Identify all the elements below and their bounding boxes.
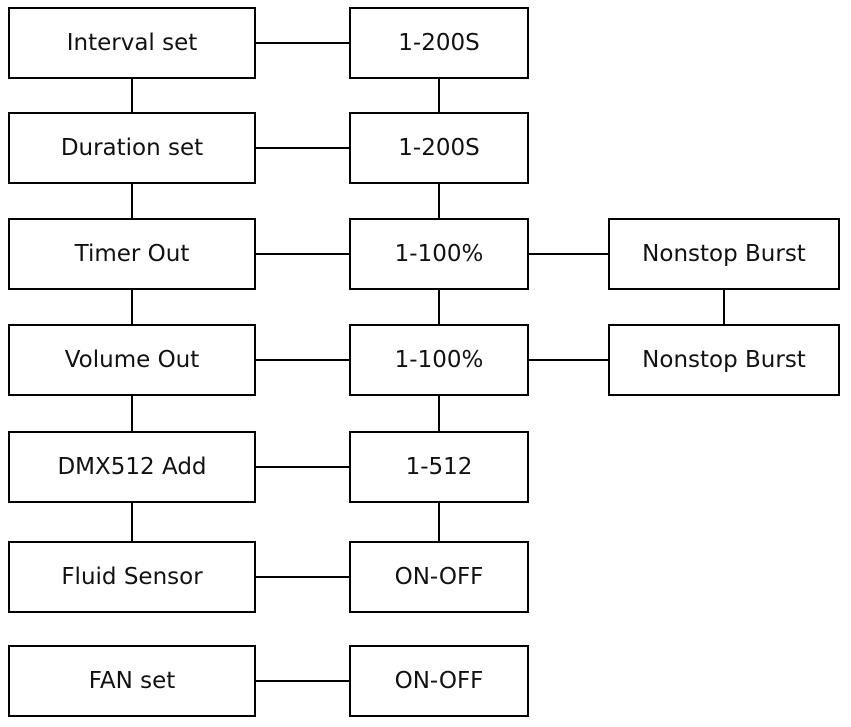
node-dmx-add: DMX512 Add [8,431,256,503]
node-duration-set-label: Duration set [61,135,203,161]
node-fan-value-label: ON-OFF [395,668,484,694]
node-interval-value-label: 1-200S [398,30,479,56]
node-timer-out: Timer Out [8,218,256,290]
node-duration-value-label: 1-200S [398,135,479,161]
connectors [131,42,725,682]
node-timer-value: 1-100% [349,218,529,290]
node-duration-set: Duration set [8,112,256,184]
node-duration-value: 1-200S [349,112,529,184]
node-interval-set-label: Interval set [67,30,198,56]
node-timer-value-label: 1-100% [395,241,484,267]
node-fluid-sensor: Fluid Sensor [8,541,256,613]
node-interval-value: 1-200S [349,7,529,79]
node-volume-out: Volume Out [8,324,256,396]
node-volume-value: 1-100% [349,324,529,396]
node-interval-set: Interval set [8,7,256,79]
node-fluid-sensor-label: Fluid Sensor [61,564,203,590]
node-fan-value: ON-OFF [349,645,529,717]
node-volume-burst: Nonstop Burst [608,324,840,396]
node-fluid-value-label: ON-OFF [395,564,484,590]
node-timer-burst: Nonstop Burst [608,218,840,290]
node-fan-set-label: FAN set [89,668,176,694]
node-timer-out-label: Timer Out [74,241,190,267]
node-volume-burst-label: Nonstop Burst [642,347,806,373]
node-fan-set: FAN set [8,645,256,717]
node-timer-burst-label: Nonstop Burst [642,241,806,267]
node-volume-value-label: 1-100% [395,347,484,373]
node-dmx-value-label: 1-512 [406,454,473,480]
node-dmx-add-label: DMX512 Add [57,454,206,480]
node-dmx-value: 1-512 [349,431,529,503]
node-fluid-value: ON-OFF [349,541,529,613]
node-volume-out-label: Volume Out [65,347,200,373]
